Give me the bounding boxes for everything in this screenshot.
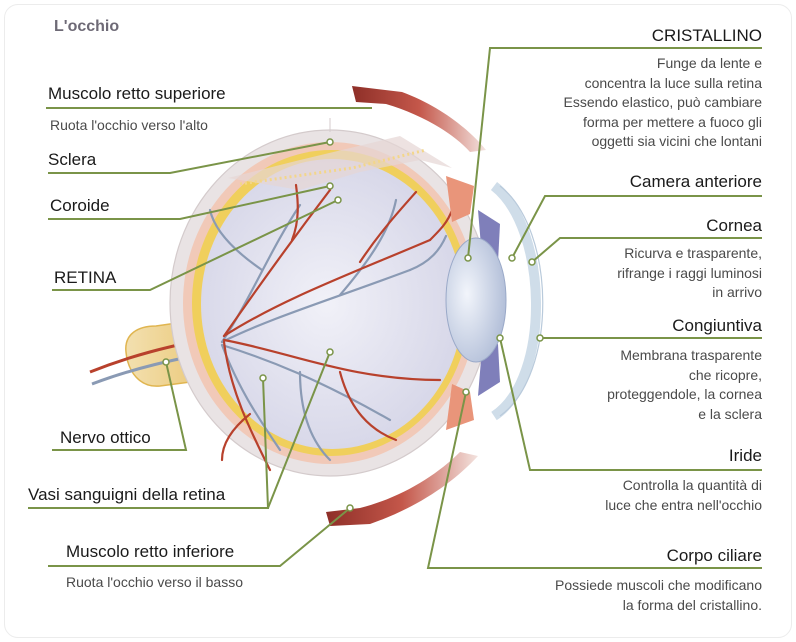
label-cornea: Cornea bbox=[706, 216, 762, 236]
label-cristallino: CRISTALLINO bbox=[652, 26, 762, 46]
desc-congiuntiva-line: che ricopre, bbox=[607, 366, 762, 386]
label-vasi-sanguigni: Vasi sanguigni della retina bbox=[28, 485, 225, 505]
label-sclera: Sclera bbox=[48, 150, 96, 170]
eyeball bbox=[170, 118, 490, 476]
desc-corpo-ciliare-line: la forma del cristallino. bbox=[555, 596, 762, 616]
diagram-title: L'occhio bbox=[54, 18, 119, 36]
desc-corpo-ciliare: Possiede muscoli che modificano la forma… bbox=[555, 576, 762, 615]
lens-shape bbox=[446, 238, 506, 362]
desc-muscolo-superiore: Ruota l'occhio verso l'alto bbox=[50, 116, 208, 136]
desc-iride-line: Controlla la quantità di bbox=[605, 476, 762, 496]
desc-cornea-line: Ricurva e trasparente, bbox=[617, 244, 762, 264]
label-muscolo-inferiore: Muscolo retto inferiore bbox=[66, 542, 234, 562]
desc-corpo-ciliare-line: Possiede muscoli che modificano bbox=[555, 576, 762, 596]
desc-cornea: Ricurva e trasparente, rifrange i raggi … bbox=[617, 244, 762, 303]
desc-cristallino-line: Essendo elastico, può cambiare bbox=[564, 93, 762, 113]
desc-iride-line: luce che entra nell'occhio bbox=[605, 496, 762, 516]
label-coroide: Coroide bbox=[50, 196, 110, 216]
label-corpo-ciliare: Corpo ciliare bbox=[667, 546, 762, 566]
label-camera-anteriore: Camera anteriore bbox=[630, 172, 762, 192]
label-iride: Iride bbox=[729, 446, 762, 466]
desc-cristallino-line: concentra la luce sulla retina bbox=[564, 74, 762, 94]
desc-cornea-line: in arrivo bbox=[617, 283, 762, 303]
desc-cristallino-line: forma per mettere a fuoco gli bbox=[564, 113, 762, 133]
label-congiuntiva: Congiuntiva bbox=[672, 316, 762, 336]
desc-congiuntiva-line: e la sclera bbox=[607, 405, 762, 425]
label-retina: RETINA bbox=[54, 268, 116, 288]
label-nervo-ottico: Nervo ottico bbox=[60, 428, 151, 448]
desc-cristallino-line: Funge da lente e bbox=[564, 54, 762, 74]
desc-cristallino: Funge da lente e concentra la luce sulla… bbox=[564, 54, 762, 152]
desc-muscolo-inferiore: Ruota l'occhio verso il basso bbox=[66, 573, 243, 593]
desc-iride: Controlla la quantità di luce che entra … bbox=[605, 476, 762, 515]
desc-congiuntiva-line: Membrana trasparente bbox=[607, 346, 762, 366]
desc-cristallino-line: oggetti sia vicini che lontani bbox=[564, 132, 762, 152]
label-muscolo-superiore: Muscolo retto superiore bbox=[48, 84, 226, 104]
desc-cornea-line: rifrange i raggi luminosi bbox=[617, 264, 762, 284]
desc-congiuntiva-line: proteggendole, la cornea bbox=[607, 385, 762, 405]
desc-congiuntiva: Membrana trasparente che ricopre, proteg… bbox=[607, 346, 762, 424]
